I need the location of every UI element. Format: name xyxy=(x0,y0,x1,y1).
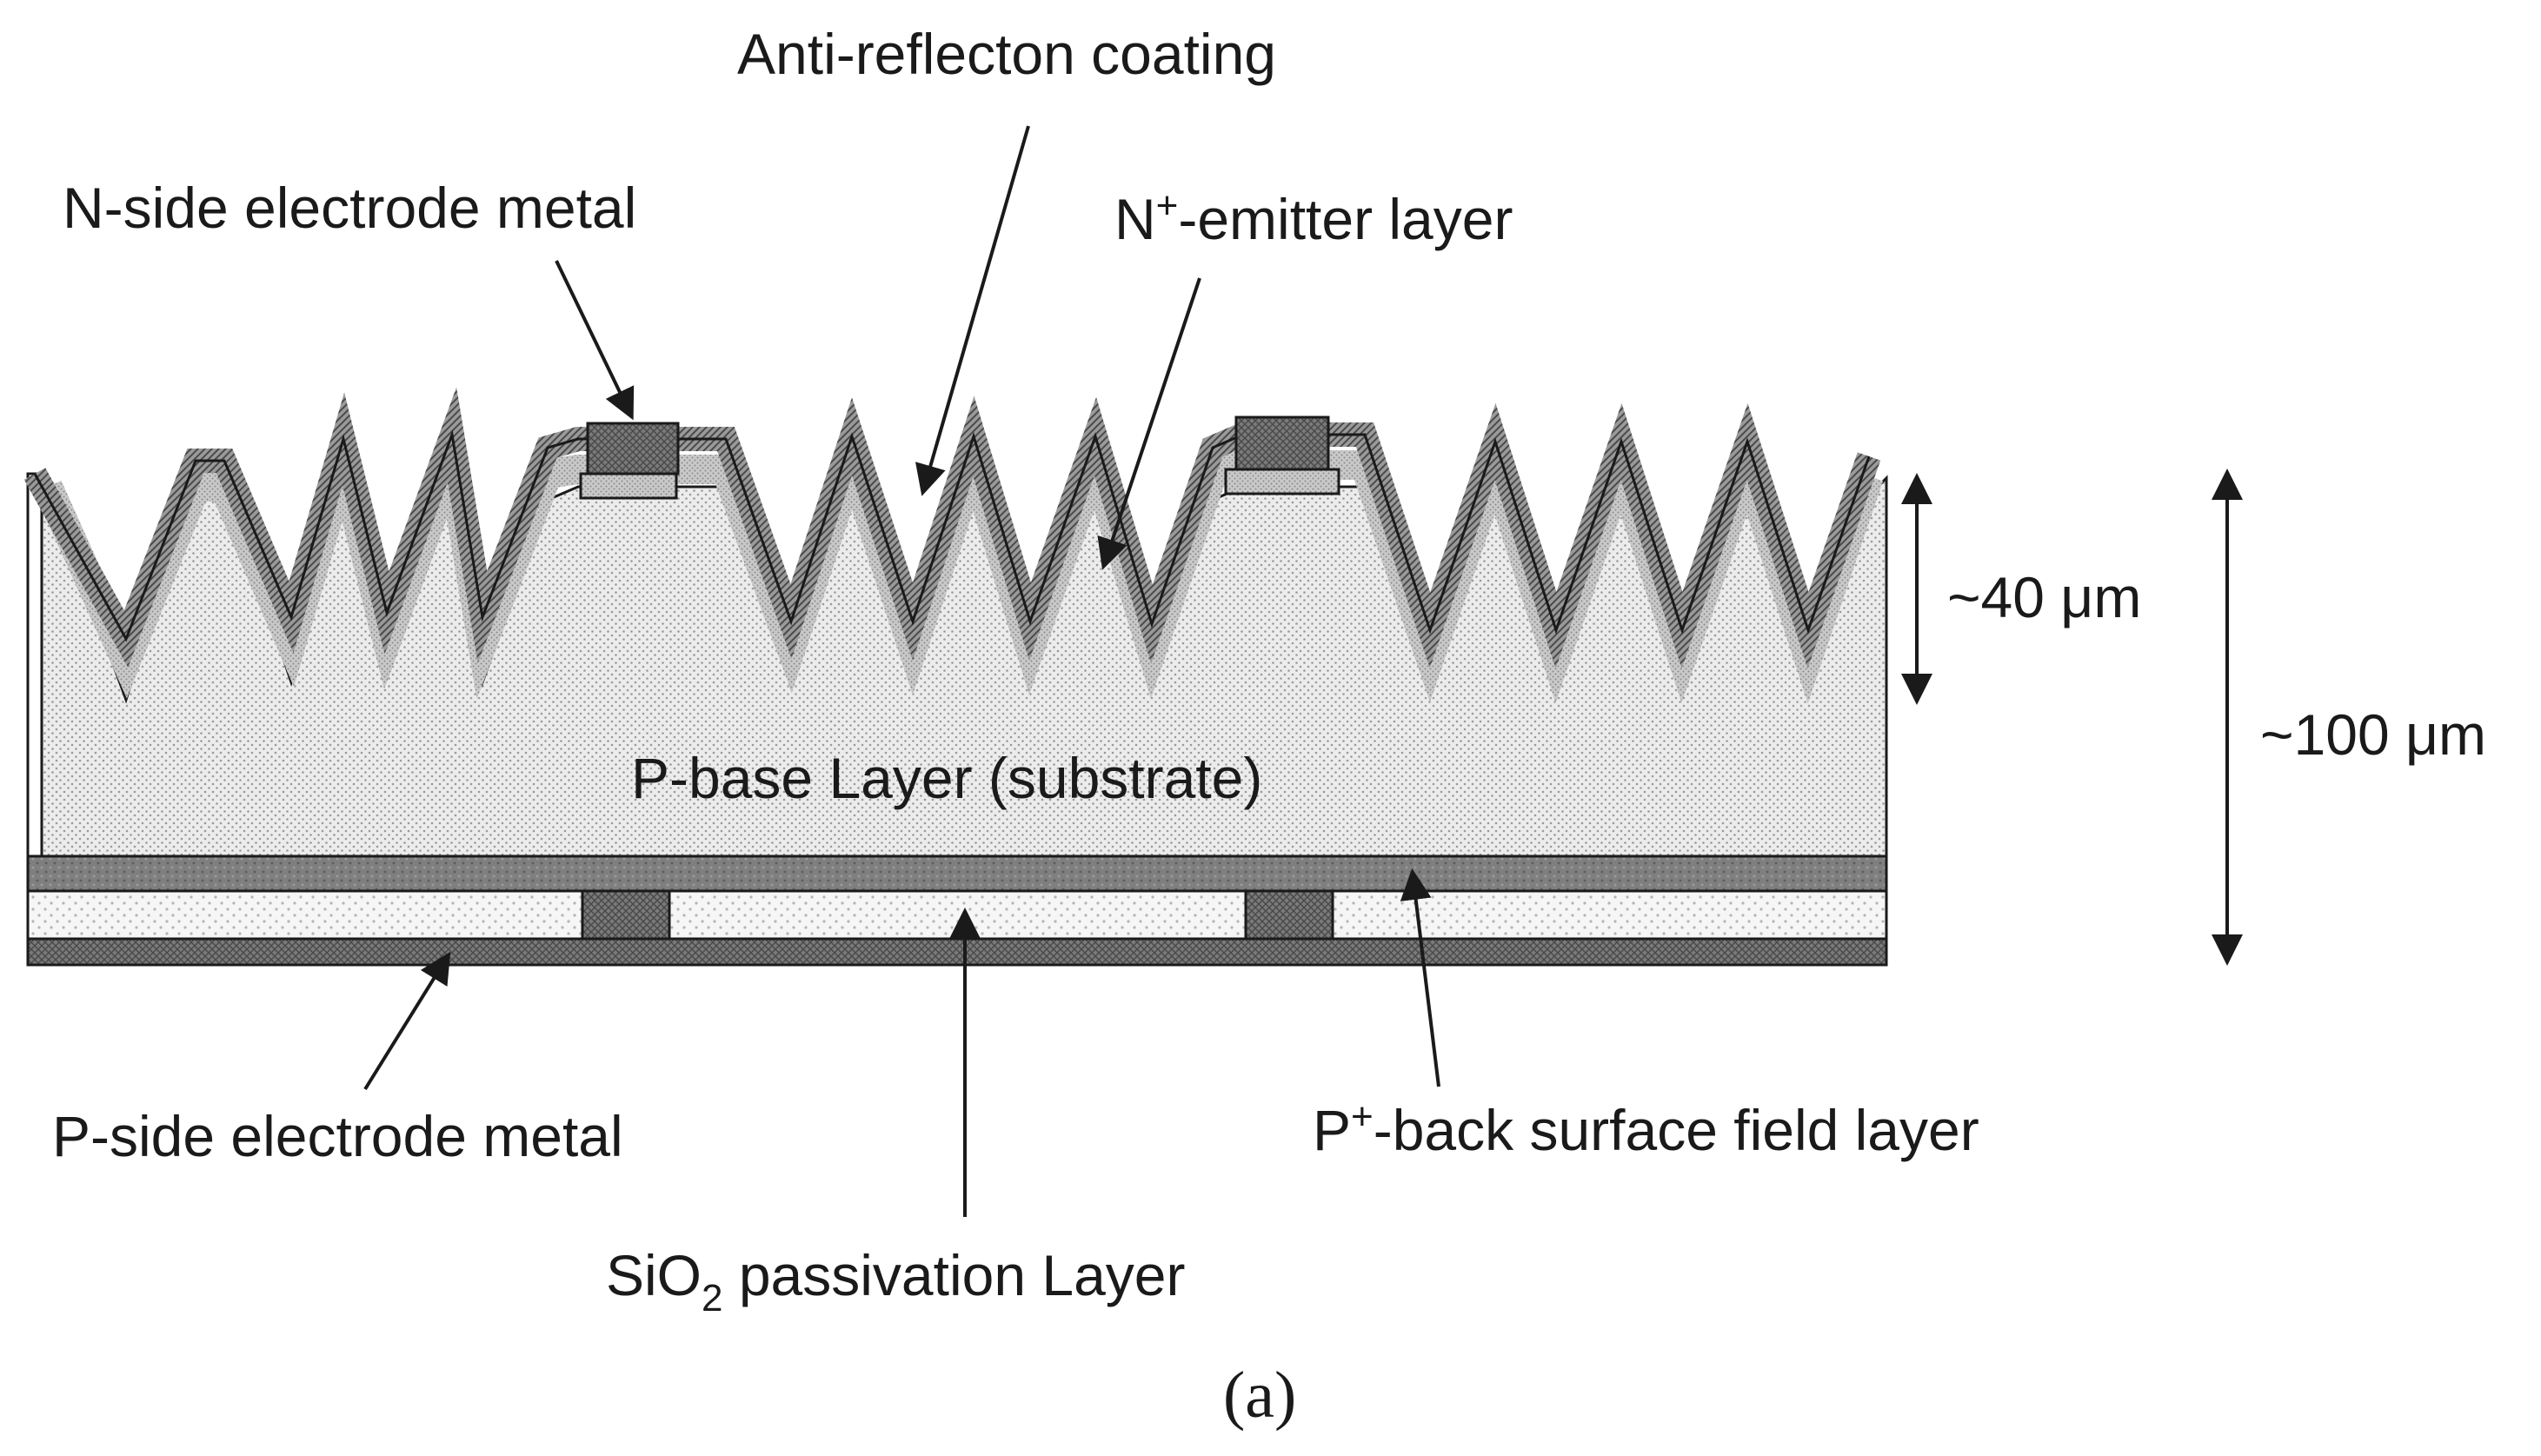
figure-caption: (a) xyxy=(1223,1359,1296,1432)
dim-40-label: ~40 μm xyxy=(1947,565,2141,629)
p-base-label: P-base Layer (substrate) xyxy=(631,746,1262,810)
p-electrode-label: P-side electrode metal xyxy=(52,1104,623,1168)
arrow-p-electrode xyxy=(363,951,451,1091)
arrow-n-electrode xyxy=(555,260,635,421)
p-bsf-label: P+-back surface field layer xyxy=(1313,1095,1979,1162)
sio2-passivation-layer xyxy=(26,889,1888,941)
back-contact-left xyxy=(581,889,671,941)
arrow-anti-reflection xyxy=(915,125,1030,496)
coating-outline xyxy=(33,429,1871,642)
n-electrode-label: N-side electrode metal xyxy=(63,176,636,240)
n-electrode-contact-right xyxy=(1224,468,1340,495)
dim-100-label: ~100 μm xyxy=(2260,702,2486,767)
n-emitter-label: N+-emitter layer xyxy=(1114,184,1513,251)
n-electrode-contact-left xyxy=(579,472,678,500)
anti-reflection-label: Anti-reflecton coating xyxy=(737,22,1276,86)
n-electrode-metal-right xyxy=(1234,416,1330,471)
n-emitter-superscript: + xyxy=(1156,184,1179,227)
p-electrode-metal-layer xyxy=(26,937,1888,967)
substrate-left-edge xyxy=(26,472,43,858)
sio2-label: SiO2 passivation Layer xyxy=(606,1243,1185,1320)
sio2-subscript: 2 xyxy=(702,1277,722,1320)
arrow-n-emitter xyxy=(1097,277,1201,570)
back-contact-right xyxy=(1244,889,1334,941)
p-bsf-layer xyxy=(26,854,1888,893)
p-bsf-superscript: + xyxy=(1351,1095,1374,1138)
n-electrode-metal-left xyxy=(586,422,680,475)
arrow-p-bsf xyxy=(1400,868,1440,1087)
